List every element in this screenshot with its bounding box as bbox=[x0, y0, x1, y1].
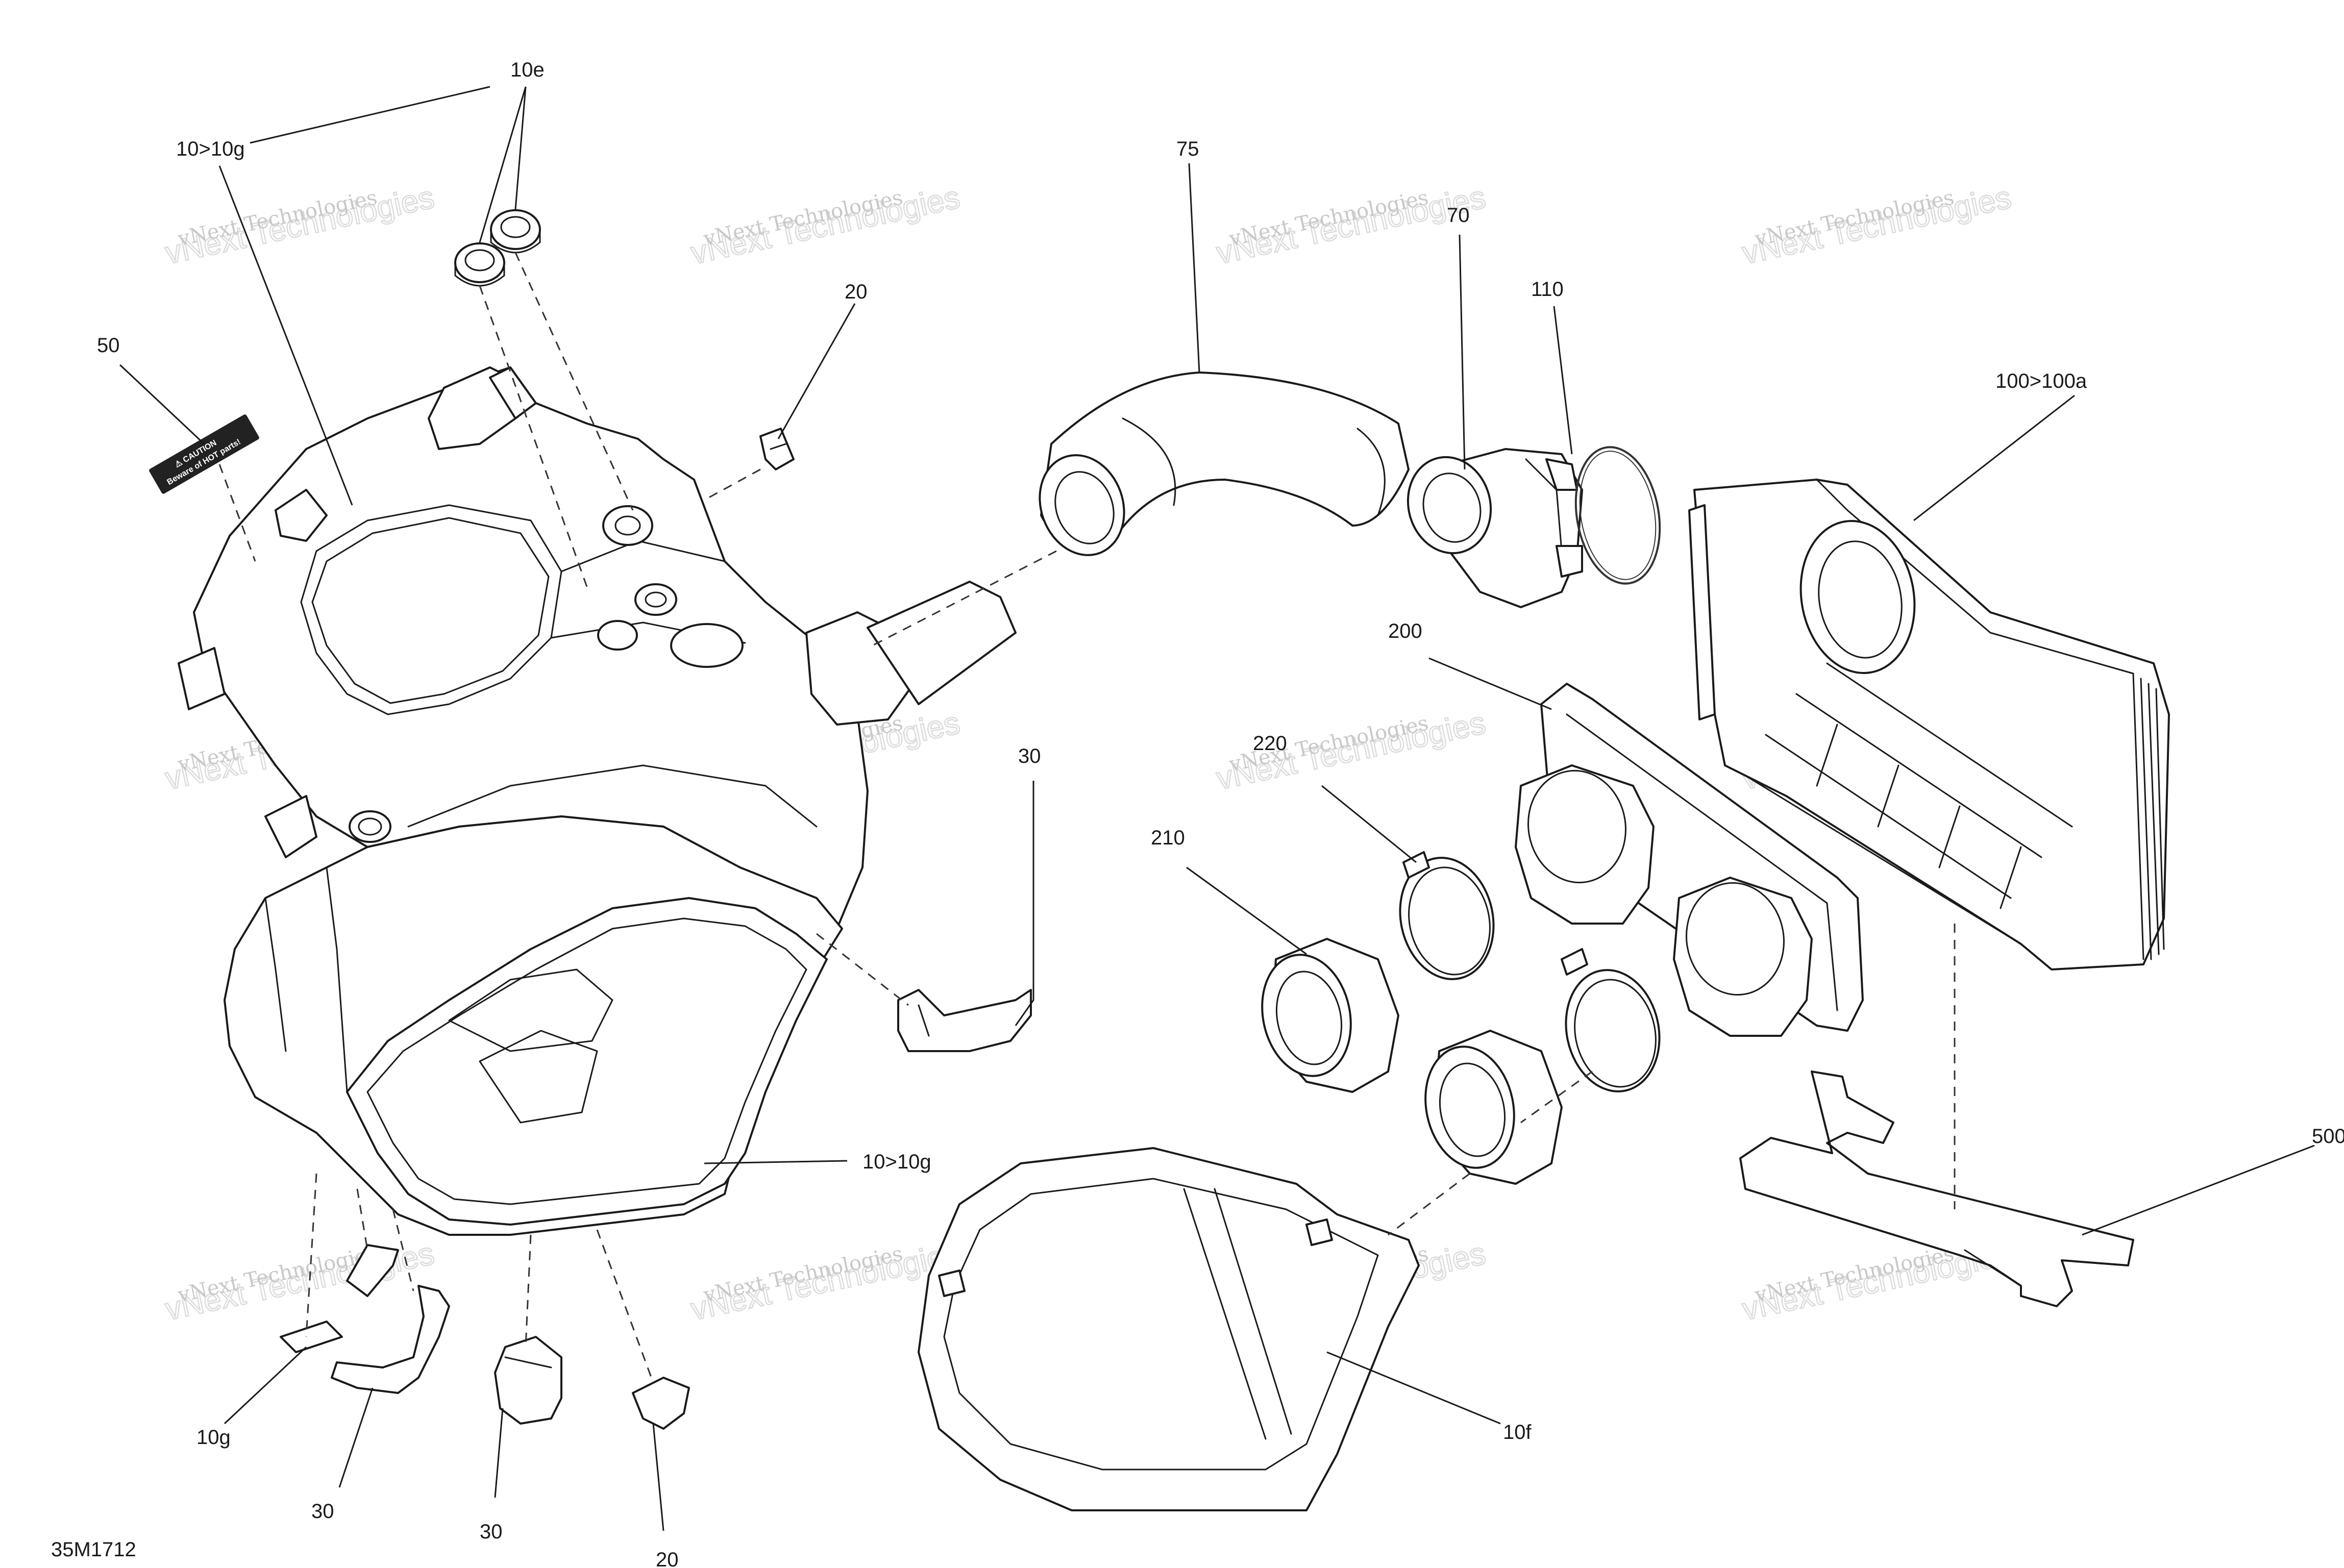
bracket-30-bottom-left-part bbox=[331, 1285, 450, 1394]
callout-110: 110 bbox=[1531, 278, 1564, 301]
callout-10f: 10f bbox=[1503, 1421, 1532, 1443]
callout-20-top: 20 bbox=[845, 281, 868, 303]
callout-30-bottom-mid: 30 bbox=[480, 1521, 503, 1543]
intake-hose-75-part bbox=[1039, 371, 1410, 556]
grommet-10e-part bbox=[454, 209, 541, 287]
air-filter-box-100-part bbox=[1688, 479, 2170, 970]
drawing-number: 35M1712 bbox=[51, 1538, 136, 1561]
o-ring-110-part bbox=[1574, 446, 1661, 585]
watermark-r1c4: vNext Technologies vNext Technologies bbox=[1739, 179, 2015, 272]
watermark-r1c2: vNext Technologies vNext Technologies bbox=[687, 179, 964, 272]
callout-20-bottom: 20 bbox=[656, 1549, 679, 1568]
watermark-r1c1: vNext Technologies vNext Technologies bbox=[162, 179, 438, 272]
callout-220: 220 bbox=[1253, 732, 1287, 755]
callout-75: 75 bbox=[1176, 138, 1199, 160]
callout-30-bottom-left: 30 bbox=[311, 1500, 334, 1523]
clip-20-top-part bbox=[759, 428, 795, 470]
callout-10-10g-mid: 10>10g bbox=[862, 1151, 931, 1173]
callout-200: 200 bbox=[1388, 620, 1422, 642]
gasket-10g-part bbox=[280, 1321, 343, 1353]
callout-labels: 10e 10>10g 50 20 75 70 110 100>100a 200 … bbox=[51, 59, 2344, 1568]
callout-70: 70 bbox=[1447, 204, 1470, 227]
filter-plate-200-part bbox=[1515, 683, 1864, 1037]
warning-label-part: ⚠ CAUTION Beware of HOT parts! bbox=[149, 414, 259, 494]
adaptor-70-part bbox=[1407, 448, 1583, 608]
callout-10g: 10g bbox=[196, 1426, 231, 1449]
airbox-housing-part bbox=[178, 366, 1017, 1236]
coupler-210-part bbox=[1261, 938, 1563, 1185]
filter-element-10f-part bbox=[918, 1147, 1420, 1511]
clamp-220-part bbox=[1399, 851, 1661, 1092]
callout-30-right: 30 bbox=[1018, 745, 1041, 767]
callout-10-10g-top: 10>10g bbox=[176, 138, 245, 160]
watermark-r3c2: vNext Technologies vNext Technologies bbox=[687, 1235, 964, 1328]
warning-label-plate bbox=[149, 414, 259, 494]
callout-210: 210 bbox=[1151, 827, 1185, 849]
watermark-r3c1: vNext Technologies vNext Technologies bbox=[162, 1235, 438, 1328]
callout-50: 50 bbox=[97, 334, 120, 357]
callout-10e: 10e bbox=[510, 59, 545, 81]
callout-100-100a: 100>100a bbox=[1995, 370, 2087, 392]
clip-20-bottom-left-part bbox=[346, 1244, 399, 1297]
bracket-30-right-part bbox=[897, 989, 1032, 1052]
callout-500: 500 bbox=[2312, 1125, 2344, 1148]
leader-lines bbox=[119, 86, 2315, 1531]
bracket-30-bottom-mid-part bbox=[494, 1336, 562, 1425]
assembly-centerlines bbox=[218, 252, 1956, 1383]
tool-500-part bbox=[1739, 1071, 2134, 1307]
clip-20-bottom-right-part bbox=[632, 1377, 690, 1430]
